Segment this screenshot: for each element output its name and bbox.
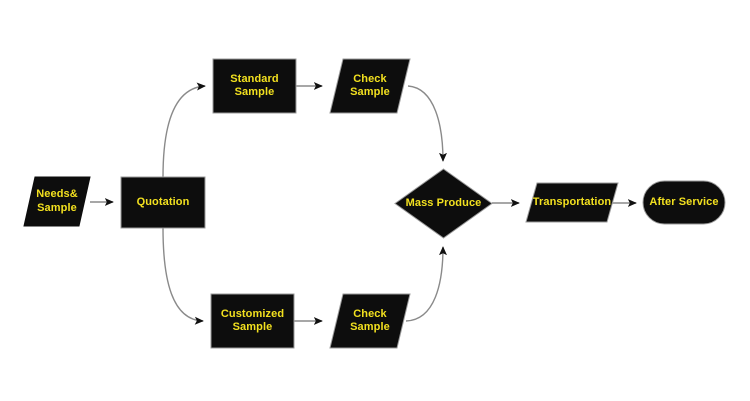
node-needs-sample[interactable] (23, 176, 91, 227)
connector-layer (90, 81, 637, 326)
node-transportation[interactable] (525, 182, 619, 223)
node-check-sample-bottom[interactable] (329, 293, 411, 349)
node-mass-produce[interactable] (394, 168, 493, 239)
edge-quotation-to-standard-sample (162, 82, 206, 178)
node-customized-sample[interactable] (210, 293, 295, 349)
node-check-sample-top[interactable] (329, 58, 411, 114)
edge-quotation-to-customized-sample (162, 227, 204, 325)
node-layer (23, 58, 726, 349)
edge-check-sample-top-to-mass-produce (407, 85, 448, 162)
node-standard-sample[interactable] (212, 58, 297, 114)
node-quotation[interactable] (120, 176, 206, 229)
node-after-service[interactable] (642, 180, 726, 225)
edge-check-sample-bottom-to-mass-produce (405, 246, 448, 322)
